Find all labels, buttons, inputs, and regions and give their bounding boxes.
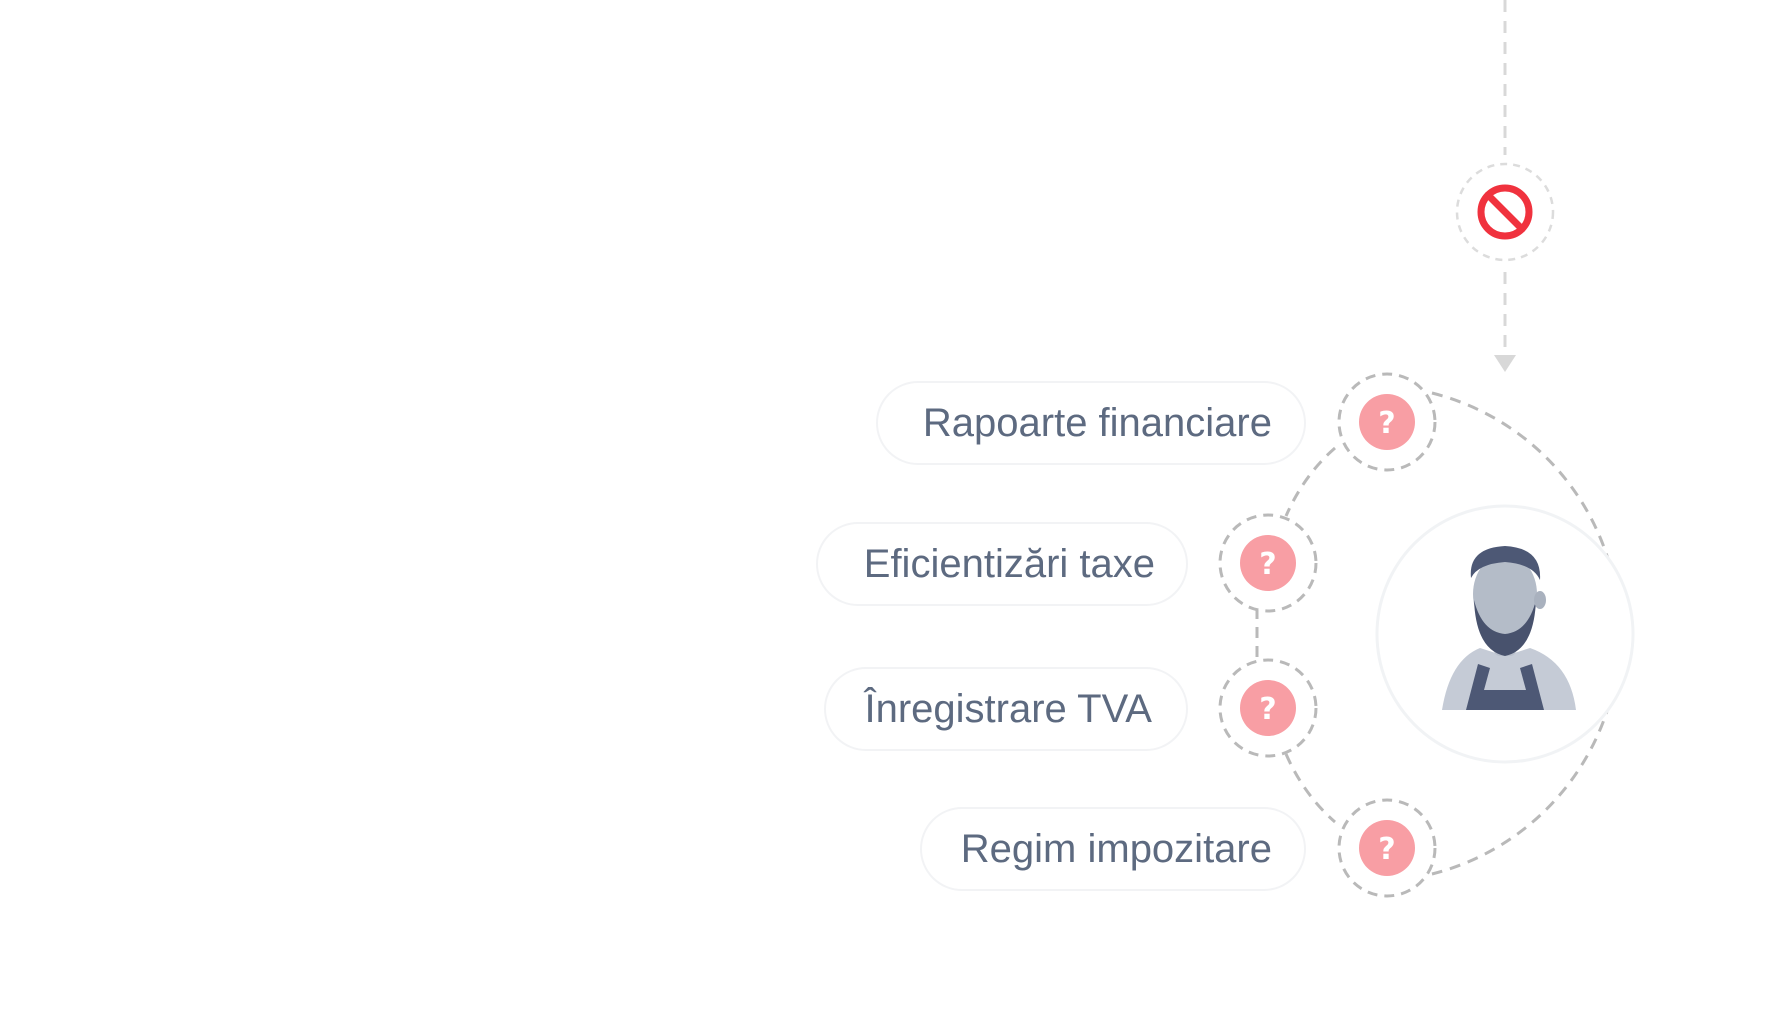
item-eficientizari-taxe[interactable]: Eficientizări taxe ?: [816, 513, 1318, 613]
item-label: Rapoarte financiare: [923, 401, 1272, 445]
item-rapoarte-financiare[interactable]: Rapoarte financiare ?: [876, 372, 1437, 472]
item-pill: [920, 807, 1306, 891]
item-label: Regim impozitare: [961, 827, 1272, 871]
arrow-head-icon: [1494, 355, 1516, 372]
item-label: Înregistrare TVA: [863, 686, 1152, 731]
item-pill: [824, 667, 1188, 751]
badge-label: ?: [1378, 406, 1395, 441]
blocked-node: [1455, 162, 1555, 262]
center-node: [1375, 504, 1635, 764]
question-badge-icon: [1240, 680, 1296, 736]
connector-1-2: [1284, 446, 1336, 517]
connector-3-4: [1284, 753, 1336, 824]
question-badge-icon: [1359, 820, 1415, 876]
item-regim-impozitare[interactable]: Regim impozitare ?: [920, 798, 1437, 898]
badge-label: ?: [1259, 547, 1276, 582]
question-badge-icon: [1240, 535, 1296, 591]
badge-label: ?: [1259, 692, 1276, 727]
person-avatar-icon: [1442, 546, 1576, 710]
badge-label: ?: [1378, 832, 1395, 867]
blocked-icon: [1477, 184, 1533, 240]
question-badge-icon: [1359, 394, 1415, 450]
item-label: Eficientizări taxe: [864, 542, 1155, 586]
item-inregistrare-tva[interactable]: Înregistrare TVA ?: [824, 658, 1318, 758]
item-pill: [816, 522, 1188, 606]
item-pill: [876, 381, 1306, 465]
